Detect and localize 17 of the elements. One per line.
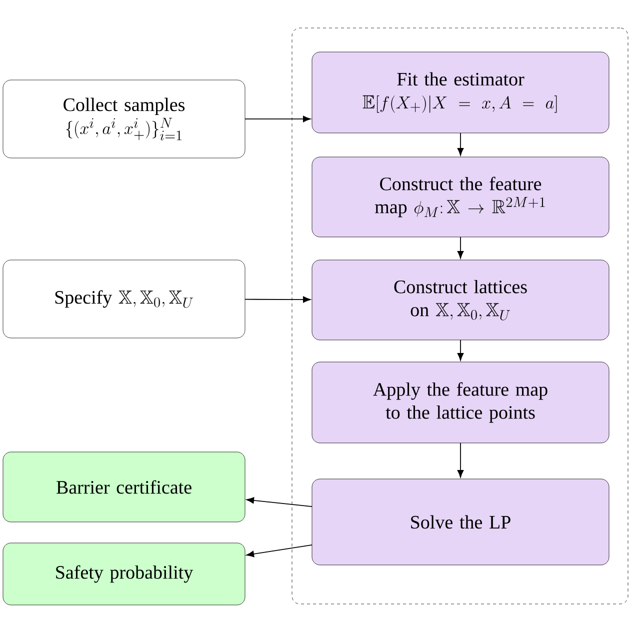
arrow xyxy=(457,236,464,259)
process-box: Apply the feature map to the lattice points xyxy=(312,362,610,444)
process-box: Solve the LP xyxy=(312,478,610,566)
input-box: Specify $\mathbb{X}, \mathbb{X}_0, \mathbb{X}_U$ xyxy=(2,260,246,338)
arrow xyxy=(246,497,312,507)
arrow xyxy=(457,132,464,156)
output-box: Safety probability xyxy=(2,542,246,606)
input-box: Collect samples $\{(x^i, a^i, x^i_+)\}_{i=1}^N$ xyxy=(2,80,246,158)
arrow xyxy=(246,544,312,558)
arrow xyxy=(457,442,464,478)
arrow xyxy=(244,296,311,303)
arrow xyxy=(457,340,464,361)
process-box: Construct lattices on $\mathbb{X},\mathbb{X}_0,\mathbb{X}_U$ xyxy=(312,260,610,340)
process-box: Construct the feature map $\phi_M\colon \mathbb{X} \to \mathbb{R}^{2M+1}$ xyxy=(312,156,610,238)
process-box: Fit the estimator $\mathbb{E}[f(X_+) | X = x, A = a]$ xyxy=(312,52,610,134)
arrow xyxy=(244,116,311,122)
output-box: Barrier certificate xyxy=(2,452,246,522)
